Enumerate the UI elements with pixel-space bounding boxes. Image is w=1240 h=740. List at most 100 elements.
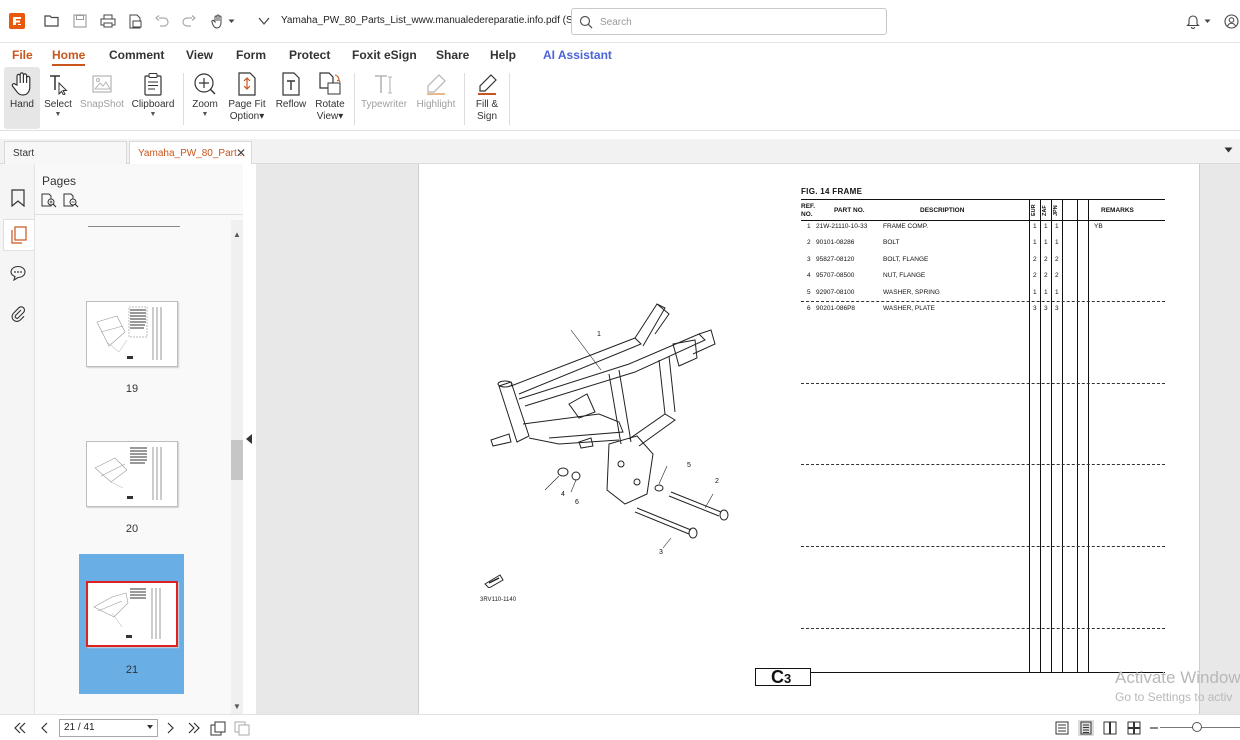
pages-panel-icon[interactable] bbox=[3, 219, 34, 251]
print-icon[interactable] bbox=[99, 12, 117, 30]
menu-help[interactable]: Help bbox=[490, 48, 517, 62]
thumbnail-frame-drawing-icon bbox=[96, 306, 162, 360]
callout-3: 3 bbox=[659, 549, 663, 556]
pages-panel-scrollbar[interactable]: ▲ ▼ bbox=[231, 220, 243, 714]
facing-view-icon[interactable] bbox=[1102, 720, 1118, 736]
navigation-rail bbox=[0, 164, 35, 714]
row-qty-c: 1 bbox=[1055, 239, 1059, 247]
foxit-logo-icon[interactable] bbox=[9, 13, 25, 29]
search-box[interactable] bbox=[571, 8, 887, 35]
search-input[interactable] bbox=[600, 14, 870, 30]
rotate-label-line2: View bbox=[316, 111, 339, 122]
row-part-no: 95707-08500 bbox=[816, 272, 855, 280]
customize-toolbar-chevron-icon[interactable] bbox=[255, 12, 273, 30]
enlarge-thumbnail-icon[interactable] bbox=[41, 193, 57, 208]
previous-page-icon[interactable] bbox=[37, 720, 53, 736]
continuous-facing-view-icon[interactable] bbox=[1126, 720, 1142, 736]
page-thumbnail-21[interactable] bbox=[86, 581, 178, 647]
page-setup-icon[interactable] bbox=[126, 12, 144, 30]
select-tool-button[interactable]: Select ▼ bbox=[42, 67, 74, 129]
table-column-rule bbox=[1051, 199, 1052, 673]
zoom-slider-handle[interactable] bbox=[1192, 722, 1202, 732]
menu-protect[interactable]: Protect bbox=[289, 48, 331, 62]
zoom-out-minus-icon[interactable] bbox=[1146, 720, 1162, 736]
page-dropdown-icon[interactable] bbox=[147, 725, 153, 729]
scroll-up-arrow-icon[interactable]: ▲ bbox=[233, 230, 241, 239]
header-col-b: ZAF bbox=[1042, 205, 1048, 216]
front-direction-arrow-icon bbox=[484, 574, 504, 588]
menu-foxit-esign[interactable]: Foxit eSign bbox=[352, 48, 417, 62]
menu-home[interactable]: Home bbox=[52, 48, 86, 66]
document-view[interactable]: FIG. 14 FRAME REF. NO. PART NO. DESCRIPT… bbox=[256, 164, 1240, 714]
row-description: BOLT bbox=[883, 239, 900, 247]
row-qty-b: 1 bbox=[1044, 223, 1048, 230]
highlight-button[interactable]: Highlight bbox=[413, 67, 459, 129]
row-qty-b: 2 bbox=[1044, 272, 1048, 280]
collapse-panel-arrow-icon[interactable] bbox=[246, 434, 252, 444]
bookmarks-icon[interactable] bbox=[6, 186, 30, 210]
continuous-view-icon[interactable] bbox=[1078, 720, 1094, 736]
header-col-c: JPN bbox=[1053, 205, 1059, 216]
attachments-paperclip-icon[interactable] bbox=[6, 302, 30, 326]
first-page-icon[interactable] bbox=[12, 720, 28, 736]
scroll-down-arrow-icon[interactable]: ▼ bbox=[233, 702, 241, 711]
menu-comment[interactable]: Comment bbox=[109, 48, 165, 62]
menu-ai-assistant[interactable]: AI Assistant bbox=[543, 48, 612, 62]
menu-form[interactable]: Form bbox=[236, 48, 266, 62]
last-page-icon[interactable] bbox=[186, 720, 202, 736]
previous-view-icon[interactable] bbox=[210, 720, 226, 736]
close-tab-icon[interactable]: ✕ bbox=[235, 146, 246, 160]
table-column-rule bbox=[1088, 199, 1089, 673]
open-folder-icon[interactable] bbox=[43, 12, 61, 30]
fill-and-sign-button[interactable]: Fill &Sign bbox=[470, 67, 504, 129]
snapshot-button[interactable]: SnapShot bbox=[78, 67, 126, 129]
page-thumbnail-19[interactable] bbox=[86, 301, 178, 367]
hand-tool-button[interactable]: Hand bbox=[4, 67, 40, 129]
page-number-field[interactable]: 21 / 41 bbox=[59, 719, 158, 737]
comments-icon[interactable] bbox=[6, 261, 30, 285]
rotate-label-line1: Rotate bbox=[315, 99, 345, 110]
tab-start[interactable]: Start bbox=[4, 141, 127, 164]
page-thumbnail-20[interactable] bbox=[86, 441, 178, 507]
pages-panel-title: Pages bbox=[42, 174, 77, 188]
typewriter-icon bbox=[371, 71, 397, 97]
hand-icon bbox=[9, 71, 35, 97]
account-user-icon[interactable] bbox=[1222, 12, 1240, 30]
redo-icon[interactable] bbox=[180, 12, 198, 30]
row-ref: 1 bbox=[807, 223, 811, 230]
row-remarks: YB bbox=[1094, 223, 1103, 230]
next-view-icon[interactable] bbox=[234, 720, 250, 736]
snapshot-label: SnapShot bbox=[80, 99, 124, 110]
menu-share[interactable]: Share bbox=[436, 48, 470, 62]
single-page-view-icon[interactable] bbox=[1054, 720, 1070, 736]
menu-view[interactable]: View bbox=[186, 48, 214, 62]
select-label: Select bbox=[44, 99, 72, 110]
reflow-button[interactable]: Reflow bbox=[273, 67, 309, 129]
tab-list-chevron-icon[interactable] bbox=[1224, 147, 1233, 153]
notifications-bell-icon[interactable] bbox=[1183, 12, 1213, 30]
fill-sign-label-line2: Sign bbox=[476, 111, 497, 122]
scrollbar-thumb[interactable] bbox=[231, 440, 243, 480]
reduce-thumbnail-icon[interactable] bbox=[63, 193, 79, 208]
header-description: DESCRIPTION bbox=[920, 207, 965, 214]
typewriter-button[interactable]: Typewriter bbox=[359, 67, 409, 129]
next-page-icon[interactable] bbox=[162, 720, 178, 736]
callout-2: 2 bbox=[715, 478, 719, 485]
select-dropdown-icon[interactable]: ▼ bbox=[54, 111, 62, 118]
tab-document-label: Yamaha_PW_80_Part... bbox=[138, 148, 246, 159]
header-col-a: EUR bbox=[1031, 204, 1037, 216]
clipboard-dropdown-icon[interactable]: ▼ bbox=[149, 111, 157, 118]
zoom-button[interactable]: Zoom ▼ bbox=[189, 67, 221, 129]
header-ref: REF. bbox=[801, 203, 816, 210]
zoom-dropdown-icon[interactable]: ▼ bbox=[201, 111, 209, 118]
clipboard-button[interactable]: Clipboard ▼ bbox=[129, 67, 177, 129]
undo-icon[interactable] bbox=[153, 12, 171, 30]
hand-tool-quick-icon[interactable] bbox=[209, 12, 237, 30]
thumbnail-frame-drawing-icon bbox=[94, 447, 162, 500]
menu-file[interactable]: File bbox=[12, 48, 33, 62]
save-icon[interactable] bbox=[71, 12, 89, 30]
tab-document[interactable]: Yamaha_PW_80_Part... ✕ bbox=[129, 141, 252, 164]
